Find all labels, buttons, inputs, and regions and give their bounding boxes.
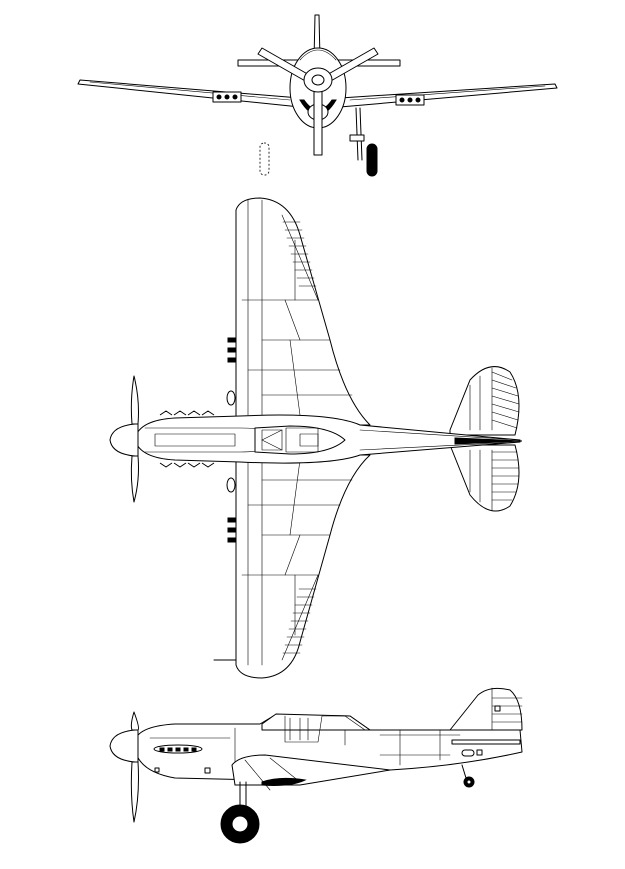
top-tail-lower [449,444,520,512]
top-tail-cone [454,437,523,445]
front-propeller-icon [257,47,379,156]
top-view [109,197,523,679]
top-exhausts [159,410,215,468]
top-tail-upper [449,366,520,436]
front-landing-gear [259,107,378,177]
top-wing-panels [241,199,353,666]
front-gun-ports [212,91,425,106]
top-wing-guns [226,337,237,543]
side-landing-gear [220,764,475,844]
front-retracted-wheel [259,142,270,176]
side-propeller-icon [109,711,139,823]
top-canopy [254,425,346,455]
side-exhausts [153,744,203,754]
side-canopy [261,713,371,746]
side-stabilizer [451,739,521,745]
side-wing-shadow [261,777,307,786]
side-markings [154,705,501,774]
top-lower-wing [235,454,371,679]
top-upper-wing [235,197,371,426]
top-propeller-icon [109,375,139,503]
side-main-wheel-icon [220,804,260,844]
side-wing [231,754,391,786]
side-fuselage [134,714,523,781]
side-view [109,687,523,844]
side-fin [449,687,523,731]
front-wheel-icon [366,143,378,177]
front-view [77,14,558,177]
